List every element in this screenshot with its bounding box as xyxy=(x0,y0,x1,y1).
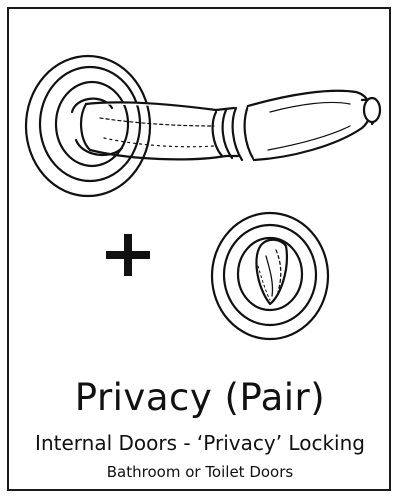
lever-door-handle-icon xyxy=(24,54,382,198)
product-title: Privacy (Pair) xyxy=(74,376,326,419)
product-caption: Bathroom or Toilet Doors xyxy=(106,463,294,481)
product-illustration xyxy=(24,54,382,341)
product-card xyxy=(7,7,391,491)
product-subtitle: Internal Doors - ‘Privacy’ Locking xyxy=(35,431,365,455)
plus-icon xyxy=(106,234,150,276)
privacy-thumbturn-icon xyxy=(210,211,330,341)
